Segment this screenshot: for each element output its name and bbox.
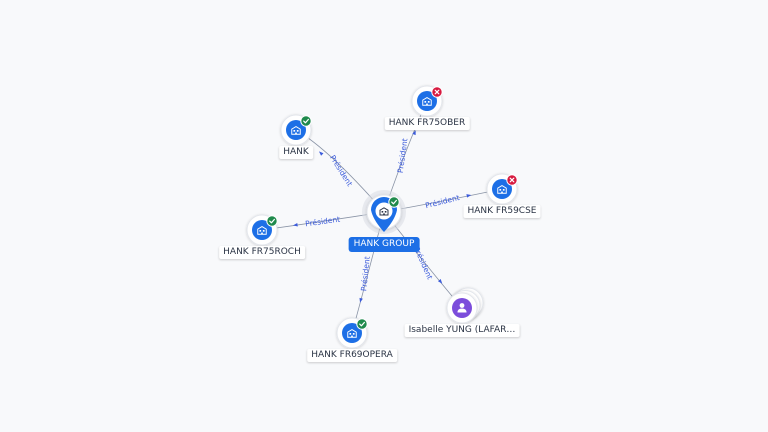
close-icon: [506, 174, 518, 186]
edge-arrow-icon: [359, 297, 363, 303]
edge-arrow-icon: [293, 223, 298, 227]
node-hank[interactable]: [280, 114, 312, 146]
node-center[interactable]: [362, 190, 406, 234]
building-icon: [497, 185, 507, 194]
node-label-fr69opera[interactable]: HANK FR69OPERA: [307, 349, 397, 362]
node-label-yung[interactable]: Isabelle YUNG (LAFAR…: [404, 324, 520, 337]
node-label-fr75roch[interactable]: HANK FR75ROCH: [219, 246, 305, 259]
edge-label: Président: [305, 215, 341, 229]
node-label-hank[interactable]: HANK: [279, 146, 313, 159]
node-label-center[interactable]: HANK GROUP: [348, 237, 420, 252]
node-fr75ober[interactable]: [411, 85, 443, 117]
edge-arrow-icon: [318, 151, 324, 156]
person-icon: [457, 303, 467, 313]
edge-arrow-icon: [466, 194, 472, 198]
edge-label: Président: [424, 193, 460, 210]
nodes: [246, 85, 518, 349]
edge-arrow-icon: [412, 130, 416, 136]
edge-arrow-icon: [437, 279, 443, 284]
edge-label: Président: [396, 138, 410, 174]
building-icon: [291, 126, 301, 135]
node-fr59cse[interactable]: [486, 173, 518, 205]
check-icon: [266, 215, 278, 227]
building-icon: [422, 97, 432, 106]
node-yung[interactable]: [446, 287, 484, 324]
close-icon: [431, 86, 443, 98]
building-icon: [347, 329, 357, 338]
check-icon: [300, 115, 312, 127]
node-label-fr75ober[interactable]: HANK FR75OBER: [384, 117, 470, 130]
node-fr69opera[interactable]: [336, 317, 368, 349]
building-icon: [257, 226, 267, 235]
building-icon: [379, 207, 389, 216]
edge-label: Président: [359, 256, 372, 292]
check-icon: [388, 196, 400, 208]
node-fr75roch[interactable]: [246, 214, 278, 246]
node-label-fr59cse[interactable]: HANK FR59CSE: [463, 205, 541, 218]
edge-label: Président: [328, 153, 354, 187]
check-icon: [356, 318, 368, 330]
